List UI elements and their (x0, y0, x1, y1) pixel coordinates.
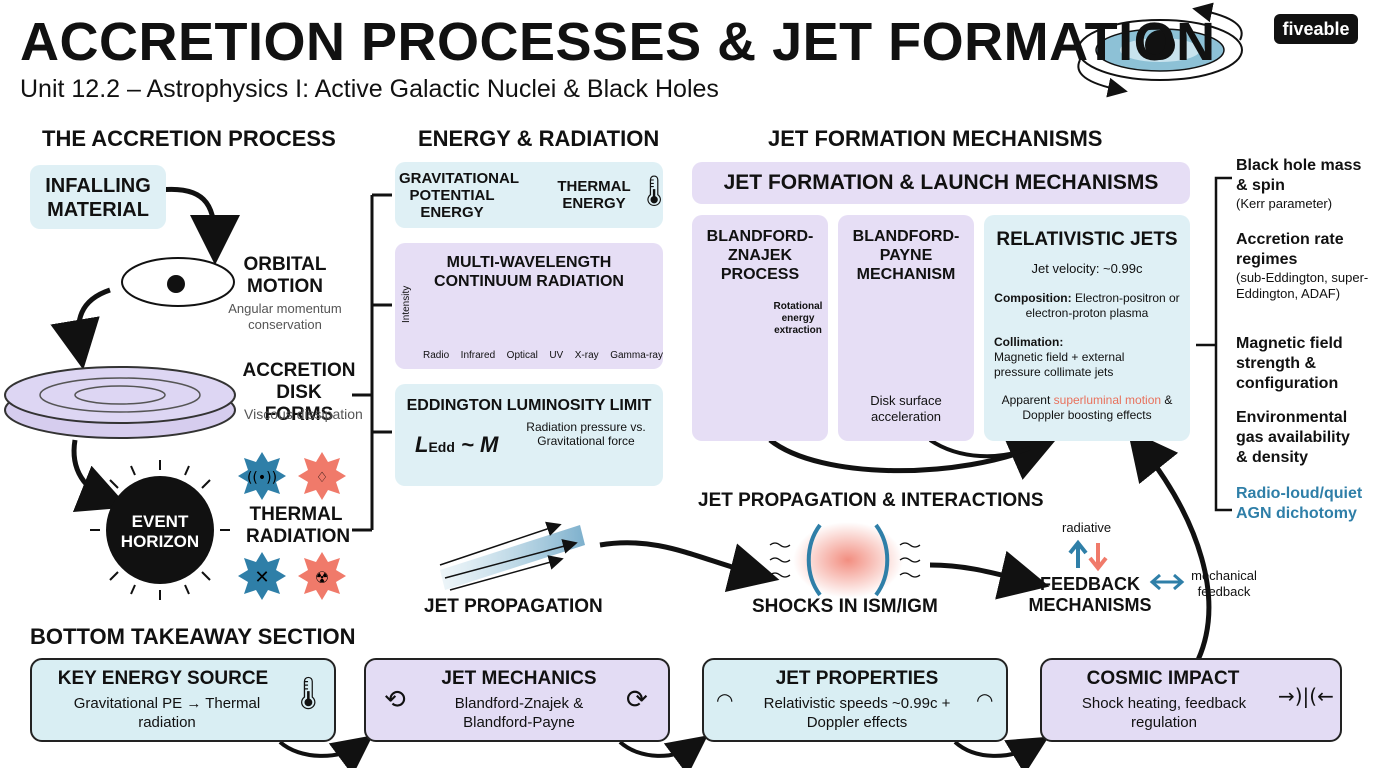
eddington-formula: LEdd ~ M (415, 432, 499, 457)
arrow-jet-shocks (599, 540, 780, 592)
continuum-title: MULTI-WAVELENGTH CONTINUUM RADIATION (434, 254, 624, 290)
band-optical: Optical (506, 350, 538, 361)
radiation-bursts: ((•)) ♢ ✕ ☢ (238, 452, 346, 600)
jet-apparent-motion: Apparent superluminal motion & Doppler b… (1001, 393, 1173, 422)
bp-title: BLANDFORD-PAYNE MECHANISM (852, 228, 960, 283)
orbit-icon (121, 257, 235, 307)
svg-text:✕: ✕ (254, 567, 269, 588)
bz-sub: Rotational energy extraction (773, 301, 823, 336)
accretion-disk-label: ACCRETION DISK FORMS (242, 360, 356, 425)
arrow-shocks-feedback (929, 550, 1050, 600)
radiative-arrows-icon (1068, 539, 1108, 572)
arrow-impact-jets (1127, 429, 1212, 662)
shock-illustration (769, 522, 921, 598)
band-uv: UV (549, 350, 564, 361)
radiative-label: radiative (1062, 520, 1112, 535)
factor-1: Black hole mass & spin (Kerr parameter) (1236, 157, 1362, 211)
gauge-icon: ◠ (976, 690, 994, 712)
energy-bracket (352, 193, 392, 532)
mechanical-double-arrow-icon (1149, 573, 1185, 591)
mechanical-feedback-label: mechanical feedback (1191, 568, 1257, 599)
energy-heading: ENERGY & RADIATION (418, 126, 660, 151)
relativistic-title: RELATIVISTIC JETS (996, 229, 1178, 250)
arrow-mechanisms-jets (768, 434, 1059, 480)
jet-composition: Composition: Electron-positron or electr… (994, 291, 1180, 320)
arrow-orbital-disk (50, 287, 111, 370)
band-infrared: Infrared (460, 350, 496, 361)
gpe-label: GRAVITATIONAL POTENTIAL ENERGY (399, 170, 519, 221)
intensity-axis-label: Intensity (401, 285, 412, 323)
gauge-icon: ◠ (716, 690, 734, 712)
svg-text:♢: ♢ (316, 470, 329, 486)
eddington-title: EDDINGTON LUMINOSITY LIMIT (406, 397, 652, 414)
factor-4: Environmental gas availability & density (1236, 409, 1350, 466)
takeaway-card-energy: KEY ENERGY SOURCE Gravitational PE → The… (30, 658, 336, 742)
factor-2: Accretion rate regimes (sub-Eddington, s… (1236, 231, 1369, 301)
svg-text:((•)): ((•)) (247, 470, 277, 486)
black-hole-logo-icon (1077, 2, 1243, 98)
cycle-icon: ⟳ (626, 684, 648, 714)
band-radio: Radio (423, 350, 450, 361)
arrow-bp-jets (928, 438, 1031, 459)
thermal-energy-label: THERMAL ENERGY (557, 178, 631, 212)
band-xray: X-ray (574, 350, 599, 361)
takeaway-card-impact: COSMIC IMPACT Shock heating, feedback re… (1040, 658, 1342, 742)
accretion-disk-illustration (4, 366, 236, 439)
bz-title: BLANDFORD-ZNAJEK PROCESS (706, 228, 814, 283)
factor-3: Magnetic field strength & configuration (1236, 335, 1343, 392)
jet-propagation-label: JET PROPAGATION (424, 596, 603, 617)
viscous-dissipation-label: Viscous dissipation (244, 406, 363, 422)
jet-stream-illustration (439, 521, 585, 591)
page-title: ACCRETION PROCESSES & JET FORMATION (20, 12, 1216, 72)
infalling-material-label: INFALLING MATERIAL (30, 165, 166, 229)
page-subtitle: Unit 12.2 – Astrophysics I: Active Galac… (20, 75, 719, 103)
thermal-radiation-label: THERMAL RADIATION (246, 504, 351, 547)
takeaway-card-mechanics: JET MECHANICS Blandford-Znajek & Blandfo… (364, 658, 670, 742)
feedback-label: FEEDBACK MECHANISMS (1028, 574, 1152, 615)
arrow-disk-horizon (71, 439, 129, 513)
accretion-heading: THE ACCRETION PROCESS (42, 126, 336, 151)
jet-launch-banner: JET FORMATION & LAUNCH MECHANISMS (692, 162, 1190, 204)
band-labels: Radio Infrared Optical UV X-ray Gamma-ra… (423, 350, 663, 361)
continuum-panel: MULTI-WAVELENGTH CONTINUUM RADIATION Int… (395, 243, 663, 369)
jet-velocity: Jet velocity: ~0.99c (1031, 261, 1143, 276)
bp-sub: Disk surface acceleration (870, 393, 942, 424)
brand-logo[interactable]: fiveable (1274, 14, 1358, 44)
energy-conversion-panel: GRAVITATIONAL POTENTIAL ENERGY THERMAL E… (395, 162, 673, 228)
thermometer-icon: 🌡 (635, 175, 674, 208)
event-horizon-label: EVENT HORIZON (120, 512, 200, 551)
orbital-motion-label: ORBITAL MOTION (243, 254, 327, 297)
shocks-label: SHOCKS IN ISM/IGM (752, 596, 938, 617)
arrow-infall-orbital (159, 186, 240, 265)
factors-bracket (1196, 176, 1232, 512)
eddington-sub: Radiation pressure vs. Gravitational for… (526, 420, 646, 448)
jets-heading: JET FORMATION MECHANISMS (768, 126, 1103, 151)
converging-arrows-icon: →)|(← (1278, 684, 1334, 708)
band-gamma: Gamma-ray (610, 350, 663, 361)
takeaway-card-properties: JET PROPERTIES Relativistic speeds ~0.99… (702, 658, 1008, 742)
propagation-heading: JET PROPAGATION & INTERACTIONS (698, 490, 1044, 511)
orbital-motion-sub: Angular momentum conservation (228, 301, 342, 332)
bz-panel: BLANDFORD-ZNAJEK PROCESS Rotational ener… (692, 215, 828, 441)
jet-collimation: Collimation:Magnetic field + external pr… (994, 335, 1125, 379)
bp-panel: BLANDFORD-PAYNE MECHANISM Disk surface a… (838, 215, 974, 441)
takeaway-heading: BOTTOM TAKEAWAY SECTION (30, 624, 356, 649)
svg-text:☢: ☢ (315, 568, 329, 587)
eddington-panel: EDDINGTON LUMINOSITY LIMIT LEdd ~ M Radi… (395, 384, 663, 486)
thermometer-icon: 🌡 (288, 675, 329, 711)
cycle-icon: ⟲ (384, 684, 406, 714)
relativistic-jets-panel: RELATIVISTIC JETS Jet velocity: ~0.99c C… (984, 215, 1190, 441)
dichotomy-label: Radio-loud/quiet AGN dichotomy (1236, 485, 1363, 522)
event-horizon-illustration (90, 460, 230, 600)
